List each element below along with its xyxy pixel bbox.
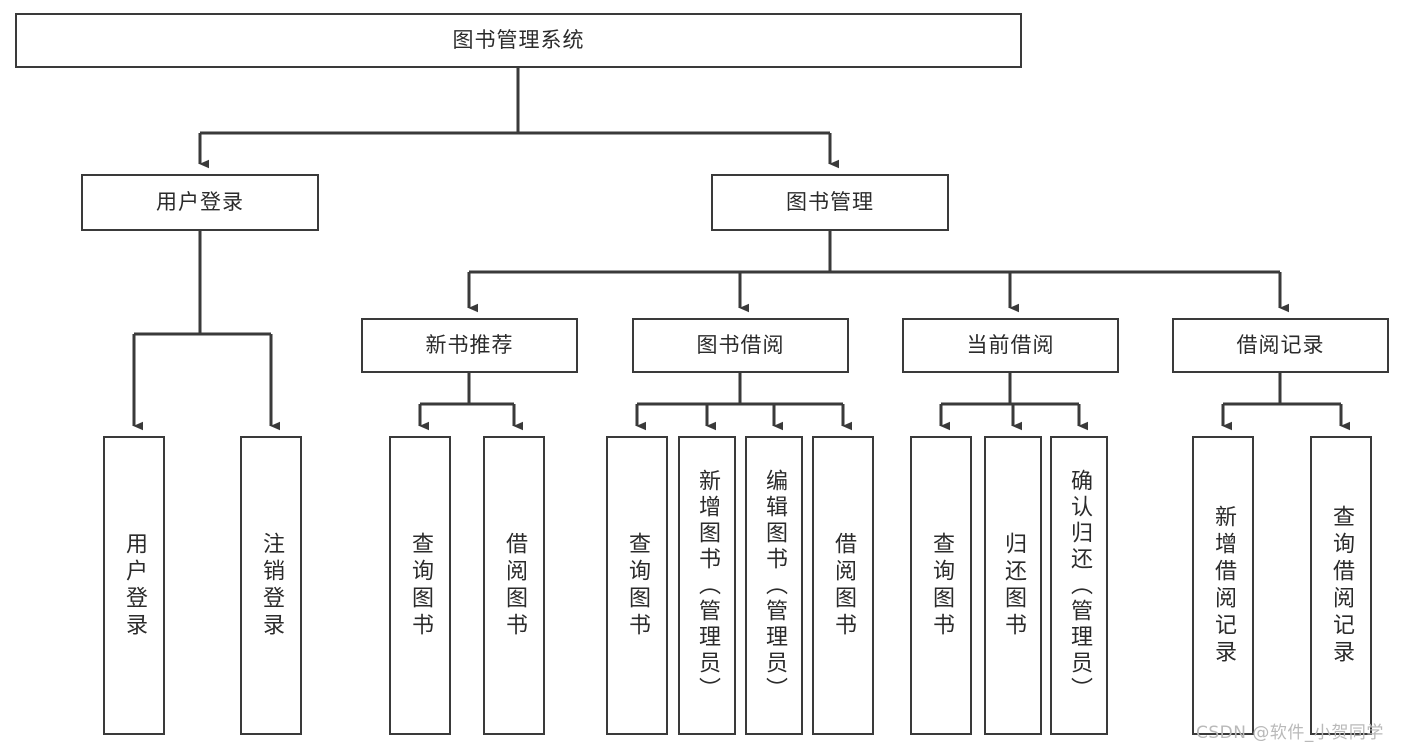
node-label: 当前借阅 xyxy=(966,333,1055,358)
leaf-borrow-book-2[interactable]: 借阅图书 xyxy=(812,436,874,735)
node-book-manage[interactable]: 图书管理 xyxy=(711,174,949,231)
node-current-borrow[interactable]: 当前借阅 xyxy=(902,318,1119,373)
leaf-label: 注销登录 xyxy=(259,531,284,640)
leaf-label: 查询图书 xyxy=(929,531,954,640)
leaf-label: 查询借阅记录 xyxy=(1329,504,1354,667)
node-label: 图书管理 xyxy=(786,190,874,215)
leaf-label: 查询图书 xyxy=(408,531,433,640)
leaf-user-login[interactable]: 用户登录 xyxy=(103,436,165,735)
leaf-label: 新增图书（管理员） xyxy=(695,468,720,703)
leaf-add-borrow-record[interactable]: 新增借阅记录 xyxy=(1192,436,1254,735)
leaf-return-book[interactable]: 归还图书 xyxy=(984,436,1042,735)
leaf-label: 用户登录 xyxy=(122,531,147,640)
leaf-add-book-admin[interactable]: 新增图书（管理员） xyxy=(678,436,736,735)
leaf-query-book-1[interactable]: 查询图书 xyxy=(389,436,451,735)
leaf-label: 借阅图书 xyxy=(831,531,856,640)
leaf-label: 编辑图书（管理员） xyxy=(762,468,787,703)
leaf-label: 查询图书 xyxy=(625,531,650,640)
leaf-query-book-2[interactable]: 查询图书 xyxy=(606,436,668,735)
leaf-label: 归还图书 xyxy=(1001,531,1026,640)
leaf-borrow-book-1[interactable]: 借阅图书 xyxy=(483,436,545,735)
node-borrow-record[interactable]: 借阅记录 xyxy=(1172,318,1389,373)
csdn-watermark: CSDN @软件_小贺同学 xyxy=(1196,723,1384,743)
node-user-login[interactable]: 用户登录 xyxy=(81,174,319,231)
leaf-user-logout[interactable]: 注销登录 xyxy=(240,436,302,735)
node-new-book-recommend[interactable]: 新书推荐 xyxy=(361,318,578,373)
leaf-edit-book-admin[interactable]: 编辑图书（管理员） xyxy=(745,436,803,735)
node-label: 新书推荐 xyxy=(425,333,514,358)
leaf-label: 确认归还（管理员） xyxy=(1067,468,1092,703)
node-label: 图书管理系统 xyxy=(452,28,585,53)
node-label: 用户登录 xyxy=(156,190,244,215)
node-root-system[interactable]: 图书管理系统 xyxy=(15,13,1022,68)
leaf-label: 新增借阅记录 xyxy=(1211,504,1236,667)
node-label: 图书借阅 xyxy=(696,333,785,358)
node-book-borrow[interactable]: 图书借阅 xyxy=(632,318,849,373)
leaf-query-borrow-record[interactable]: 查询借阅记录 xyxy=(1310,436,1372,735)
node-label: 借阅记录 xyxy=(1236,333,1325,358)
leaf-confirm-return-admin[interactable]: 确认归还（管理员） xyxy=(1050,436,1108,735)
leaf-query-book-3[interactable]: 查询图书 xyxy=(910,436,972,735)
leaf-label: 借阅图书 xyxy=(502,531,527,640)
